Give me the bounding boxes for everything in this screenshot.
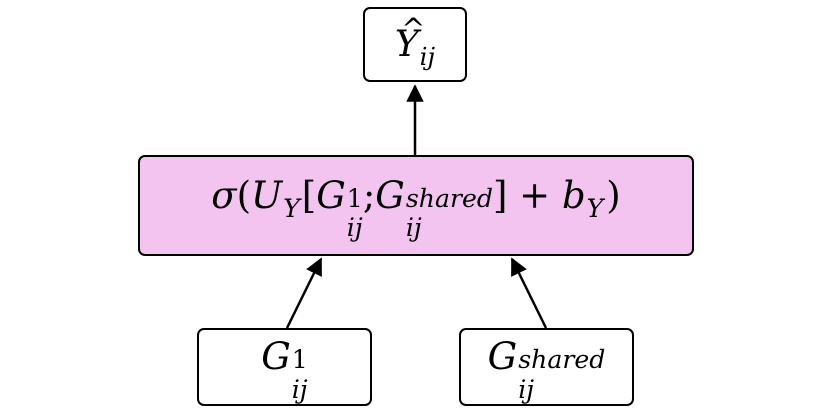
bias-b: b [561, 173, 586, 217]
gshared-node-label: G shared ij [487, 335, 606, 402]
close-paren: ) [606, 173, 621, 217]
output-label: Y ^ ij [394, 12, 435, 71]
gshared-node-base: G [487, 335, 518, 379]
combine-node: σ ( U Y [ G 1 ij ; G shared ij ] + b Y ) [138, 155, 694, 256]
gshared-base: G [375, 173, 405, 217]
gshared-node-subscript: ij [518, 374, 535, 404]
gshared-node-scripts: shared ij [518, 345, 606, 402]
output-y-hat: Y ^ [394, 12, 425, 65]
output-base: Y [394, 24, 419, 65]
g1-node-superscript: 1 [291, 345, 308, 375]
g1-node-subscript: ij [291, 374, 308, 404]
hat-mark: ^ [401, 11, 426, 46]
output-subscript: ij [419, 41, 436, 71]
gshared-node: G shared ij [459, 328, 634, 406]
weight-u: U [251, 173, 283, 217]
weight-u-subscript: Y [283, 193, 300, 223]
g1-superscript: 1 [346, 183, 363, 213]
sigma-symbol: σ [211, 173, 237, 217]
g1-node: G 1 ij [197, 328, 372, 406]
gshared-superscript: shared [405, 183, 493, 213]
gshared-node-superscript: shared [518, 345, 606, 375]
open-paren: ( [236, 173, 251, 217]
gshared-subscript: ij [405, 213, 422, 243]
gshared-scripts: shared ij [405, 183, 493, 243]
g1-node-scripts: 1 ij [291, 345, 308, 402]
g1-scripts: 1 ij [346, 183, 363, 243]
edge-g1-to-combine [285, 257, 323, 329]
output-node: Y ^ ij [363, 7, 467, 82]
semicolon: ; [362, 173, 376, 217]
combine-label: σ ( U Y [ G 1 ij ; G shared ij ] + b Y ) [211, 173, 621, 243]
plus-sign: + [507, 173, 562, 217]
g1-node-base: G [261, 335, 291, 379]
bias-b-subscript: Y [586, 193, 604, 223]
g1-subscript: ij [346, 213, 363, 243]
edge-gshared-to-combine [510, 257, 548, 329]
g1-base: G [316, 173, 346, 217]
open-bracket: [ [301, 173, 317, 217]
g1-node-label: G 1 ij [261, 335, 308, 402]
close-bracket: ] [492, 173, 508, 217]
